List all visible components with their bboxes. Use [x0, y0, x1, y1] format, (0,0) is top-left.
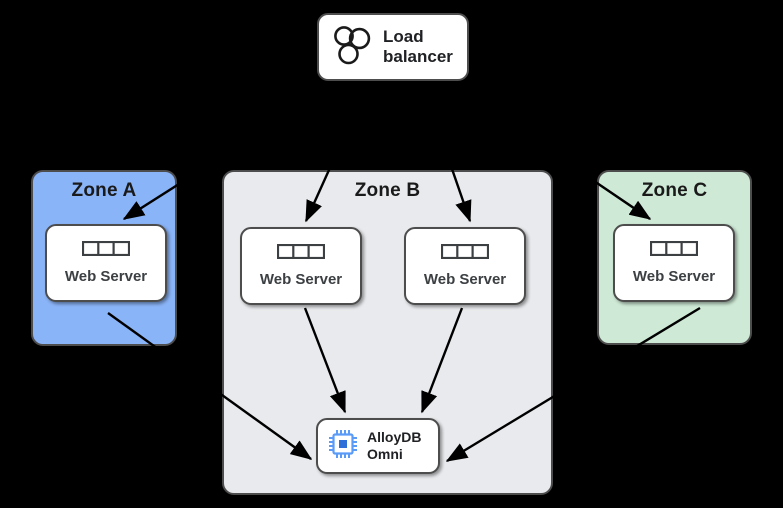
web-server-node-zone-a[interactable]: Web Server [45, 224, 167, 302]
alloydb-omni-label-line1: AlloyDB [367, 429, 422, 446]
web-server-node-zone-b-1[interactable]: Web Server [240, 227, 362, 305]
zone-label-a: Zone A [71, 180, 137, 201]
web-server-label: Web Server [423, 271, 507, 288]
cpu-chip-icon [328, 429, 358, 464]
zone-label-c: Zone C [641, 180, 708, 201]
alloydb-omni-label: AlloyDB Omni [367, 429, 421, 463]
load-balancer-label-line2: balancer [383, 47, 453, 66]
web-server-label: Web Server [632, 268, 716, 285]
server-rack-icon [81, 240, 131, 261]
server-rack-icon [276, 243, 326, 264]
load-balancer-node[interactable]: Load balancer [317, 13, 469, 81]
load-balancer-label-line1: Load [383, 27, 424, 47]
server-rack-icon [649, 240, 699, 261]
three-circles-icon [333, 25, 371, 70]
load-balancer-label: Load balancer [383, 27, 453, 66]
alloydb-omni-node[interactable]: AlloyDB Omni [316, 418, 440, 474]
alloydb-omni-label-line2: Omni [367, 446, 403, 462]
zone-label-b: Zone B [354, 180, 421, 201]
web-server-node-zone-c[interactable]: Web Server [613, 224, 735, 302]
web-server-node-zone-b-2[interactable]: Web Server [404, 227, 526, 305]
web-server-label: Web Server [259, 271, 343, 288]
server-rack-icon [440, 243, 490, 264]
web-server-label: Web Server [64, 268, 148, 285]
